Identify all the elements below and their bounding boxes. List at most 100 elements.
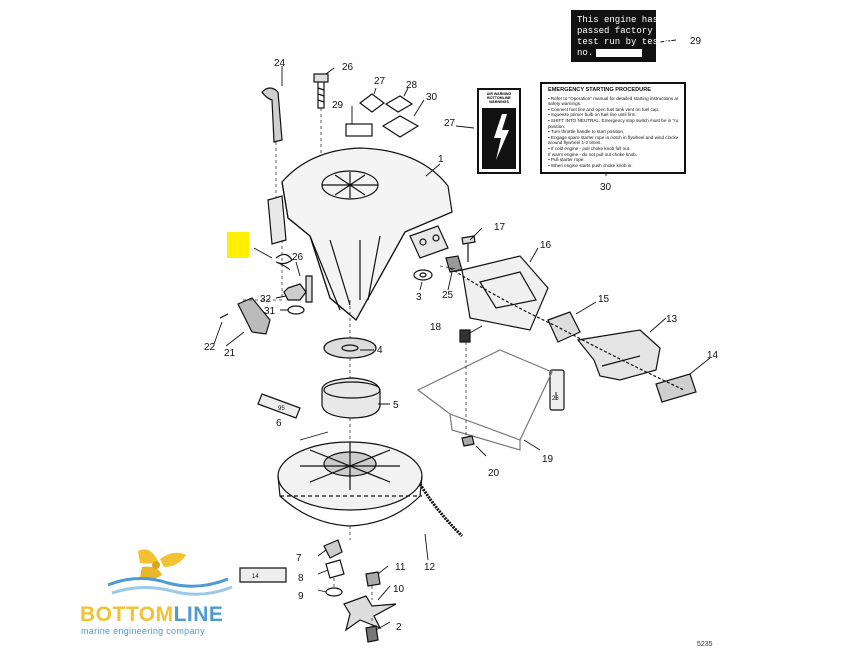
propeller-wave-icon	[107, 549, 233, 596]
decal-30-step: ▪ When engine starts push choke knob in.	[548, 162, 633, 168]
part-8-retainer	[325, 559, 345, 579]
decal-27-header: AIR WARNING BOTTOMLINE WARNINGS	[486, 92, 512, 104]
decal-30-step: ▪ Engage spare starter rope in notch in …	[548, 134, 678, 140]
part-32-nut	[283, 283, 307, 301]
callout-27-small: 27	[374, 76, 386, 87]
decal-29-test-run: This engine has passed factory test run …	[571, 10, 675, 62]
callout-18: 18	[430, 322, 442, 333]
decal-30-step: ▪ Squeeze primer bulb on fuel line until…	[548, 112, 637, 118]
lightning-icon	[494, 114, 509, 160]
decal-30-title: EMERGENCY STARTING PROCEDURE	[548, 87, 651, 93]
callout-26-pin: 26	[292, 252, 304, 263]
callout-19: 19	[542, 454, 554, 465]
callout-27-decal: 27	[444, 118, 456, 129]
decal-30-step: ▪ Pull starter rope.	[548, 157, 585, 163]
part-22-pin	[219, 313, 229, 319]
callout-28: 28	[406, 80, 418, 91]
decal-29-line-4: no.	[577, 48, 594, 58]
bottomline-logo: BOTTOMLINE marine engineering company	[78, 545, 238, 645]
decal-30-step: If warm engine - do not pull out choke k…	[548, 151, 638, 157]
tube-label-95: 95	[278, 406, 285, 412]
part-1-starter-housing	[267, 147, 453, 321]
part-3-washer	[413, 269, 433, 281]
part-23-spring	[275, 253, 293, 271]
callout-20: 20	[488, 468, 500, 479]
part-9-washer	[325, 587, 343, 597]
callout-24: 24	[274, 58, 286, 69]
part-16-rope-guide	[461, 255, 549, 331]
leader-lines	[213, 39, 711, 631]
decal-30-step: safety warnings.	[548, 101, 582, 107]
callout-29-small: 29	[332, 100, 344, 111]
tube-labels: 95 14 26	[252, 396, 559, 580]
callout-9: 9	[298, 591, 304, 602]
logo-word-line: LINE	[173, 603, 224, 626]
part-31-washer	[287, 305, 305, 315]
callout-15: 15	[598, 294, 610, 305]
part-18-spacer	[459, 329, 471, 343]
decal-30-step: around flywheel 1-2 times.	[548, 140, 602, 146]
part-21-pawl	[237, 297, 271, 335]
tube-label-26: 26	[552, 396, 559, 402]
part-14-retainer	[655, 373, 697, 403]
decal-29-line-1: This engine has	[577, 15, 659, 25]
callout-8: 8	[298, 573, 304, 584]
decal-29-line-2: passed factory	[577, 26, 653, 36]
drawing-id: 5235	[697, 641, 713, 648]
alignment-lines	[240, 108, 467, 626]
part-26-bolt	[313, 73, 329, 109]
callout-26-top: 26	[342, 62, 354, 73]
callout-13: 13	[666, 314, 678, 325]
tester-number-box	[596, 48, 643, 57]
callout-30-small: 30	[426, 92, 438, 103]
part-17-screw	[461, 235, 476, 262]
part-14-grease-tube	[239, 567, 287, 583]
callout-32: 32	[260, 294, 272, 305]
callout-3: 3	[416, 292, 422, 303]
decal-27-warning: AIR WARNING BOTTOMLINE WARNINGS	[477, 88, 521, 174]
callout-numbers: 1 2 3 4 5 6 7 8 9 10 11 12 13 14 15 16 1…	[204, 36, 719, 633]
part-10-bracket	[343, 595, 397, 632]
decal-30-step: ▪ Refer to "Operation" manual for detail…	[548, 95, 678, 101]
callout-25: 25	[442, 290, 454, 301]
part-13-handle	[576, 329, 661, 381]
part-26-pin	[305, 275, 313, 303]
callout-5: 5	[393, 400, 399, 411]
tube-label-14: 14	[252, 574, 259, 580]
part-12-rope	[418, 483, 464, 538]
part-4-friction-plate	[323, 337, 377, 359]
part-26-tube	[549, 369, 565, 411]
callout-23-highlight	[227, 232, 249, 258]
decal-30-emergency-starting: EMERGENCY STARTING PROCEDURE ▪ Refer to …	[540, 82, 686, 174]
logo-wordmark: BOTTOMLINE	[80, 603, 223, 627]
decal-27-dark-panel	[482, 108, 516, 169]
logo-word-bottom: BOTTOM	[80, 603, 174, 626]
part-15-bracket	[547, 311, 581, 343]
callout-10: 10	[393, 584, 405, 595]
decal-30-step: ▪ SHIFT INTO NEUTRAL. Emergency stop swi…	[548, 117, 678, 123]
callout-4: 4	[377, 345, 383, 356]
decal-29-line-3: test run by tester	[577, 37, 675, 47]
callout-7: 7	[296, 553, 302, 564]
starter-rope	[449, 267, 685, 391]
callout-29-decal: 29	[690, 36, 702, 47]
part-7-spring	[323, 539, 343, 559]
callout-6: 6	[276, 418, 282, 429]
part-2-screw	[365, 625, 379, 643]
callout-22: 22	[204, 342, 216, 353]
small-decals	[345, 93, 420, 138]
callout-1: 1	[438, 154, 444, 165]
part-11-nut	[365, 571, 381, 587]
callout-12: 12	[424, 562, 436, 573]
part-6-pulley	[277, 441, 423, 527]
callout-11: 11	[395, 562, 406, 573]
callout-2: 2	[396, 622, 402, 633]
part-5-drum	[321, 377, 381, 419]
callout-21: 21	[224, 348, 236, 359]
decal-30-step: ▪ Connect fuel line and open fuel tank v…	[548, 106, 660, 112]
logo-tagline: marine engineering company	[81, 626, 205, 636]
callout-31: 31	[264, 306, 276, 317]
part-20-nut	[461, 435, 475, 447]
decal-30-step: ▪ Turn throttle handle to start position…	[548, 129, 625, 135]
